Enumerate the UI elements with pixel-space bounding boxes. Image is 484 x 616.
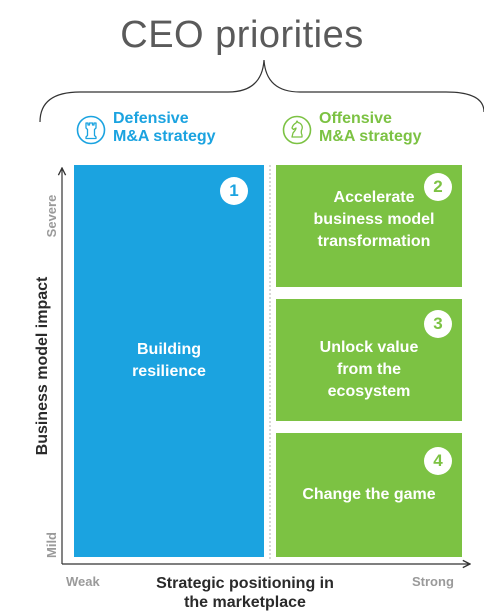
x-axis-title: Strategic positioning in the marketplace <box>156 575 334 611</box>
offensive-label-line1: Offensive <box>319 110 392 127</box>
quadrant-4: 4 Change the game <box>276 433 462 557</box>
offensive-header: Offensive M&A strategy <box>282 110 472 154</box>
defensive-header: Defensive M&A strategy <box>76 110 256 154</box>
x-axis-low-label: Weak <box>66 574 100 589</box>
quadrant-1: 1 Building resilience <box>74 165 264 557</box>
diagram-title: CEO priorities <box>120 14 364 56</box>
title-brace <box>39 59 484 123</box>
quadrant-3-label: Unlock value from the ecosystem <box>319 339 419 400</box>
x-axis-high-label: Strong <box>412 574 454 589</box>
y-axis-low-label: Mild <box>44 532 59 558</box>
rook-chess-icon <box>76 115 106 145</box>
defensive-label-line1: Defensive <box>113 110 189 127</box>
knight-chess-icon <box>282 115 312 145</box>
y-axis-high-label: Severe <box>44 194 59 238</box>
quadrant-2-label: Accelerate business model transformation <box>313 189 435 250</box>
quadrant-2-badge: 2 <box>424 173 452 201</box>
quadrant-2: 2 Accelerate business model transformati… <box>276 165 462 287</box>
offensive-label-line2: M&A strategy <box>319 128 422 145</box>
defensive-label-line2: M&A strategy <box>113 128 216 145</box>
y-axis-title: Business model impact <box>34 276 51 456</box>
quadrant-3-badge: 3 <box>424 310 452 338</box>
quadrant-1-badge: 1 <box>220 177 248 205</box>
quadrant-4-label: Change the game <box>302 486 436 503</box>
quadrant-1-label: Building resilience <box>132 341 206 380</box>
quadrant-3: 3 Unlock value from the ecosystem <box>276 299 462 421</box>
quadrant-4-badge: 4 <box>424 447 452 475</box>
